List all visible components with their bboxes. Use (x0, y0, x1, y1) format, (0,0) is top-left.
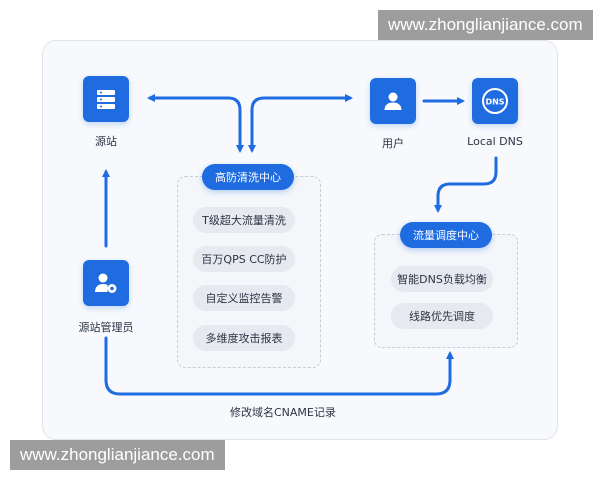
cname-edge-label: 修改域名CNAME记录 (230, 406, 336, 419)
origin-node (83, 76, 129, 122)
dns-icon-text: DNS (485, 98, 504, 107)
scrubbing-item: 自定义监控告警 (193, 285, 295, 311)
scrubbing-item: 百万QPS CC防护 (193, 246, 295, 272)
traffic-item: 线路优先调度 (391, 303, 493, 329)
scrubbing-item: T级超大流量清洗 (193, 207, 295, 233)
scrubbing-center-title: 高防清洗中心 (202, 164, 294, 190)
user-label: 用户 (382, 137, 404, 150)
origin-label: 源站 (95, 135, 117, 148)
local-dns-node: DNS (472, 78, 518, 124)
traffic-center-title: 流量调度中心 (400, 222, 492, 248)
traffic-item: 智能DNS负载均衡 (391, 266, 493, 292)
user-icon (384, 92, 402, 110)
user-node (370, 78, 416, 124)
admin-user-icon (95, 273, 117, 293)
scrubbing-item: 多维度攻击报表 (193, 325, 295, 351)
server-icon (97, 90, 115, 109)
dns-icon: DNS (482, 88, 508, 114)
watermark-bottom: www.zhonglianjiance.com (10, 440, 225, 470)
local-dns-label: Local DNS (467, 135, 523, 148)
watermark-top: www.zhonglianjiance.com (378, 10, 593, 40)
origin-admin-label: 源站管理员 (78, 321, 134, 334)
origin-admin-node (83, 260, 129, 306)
